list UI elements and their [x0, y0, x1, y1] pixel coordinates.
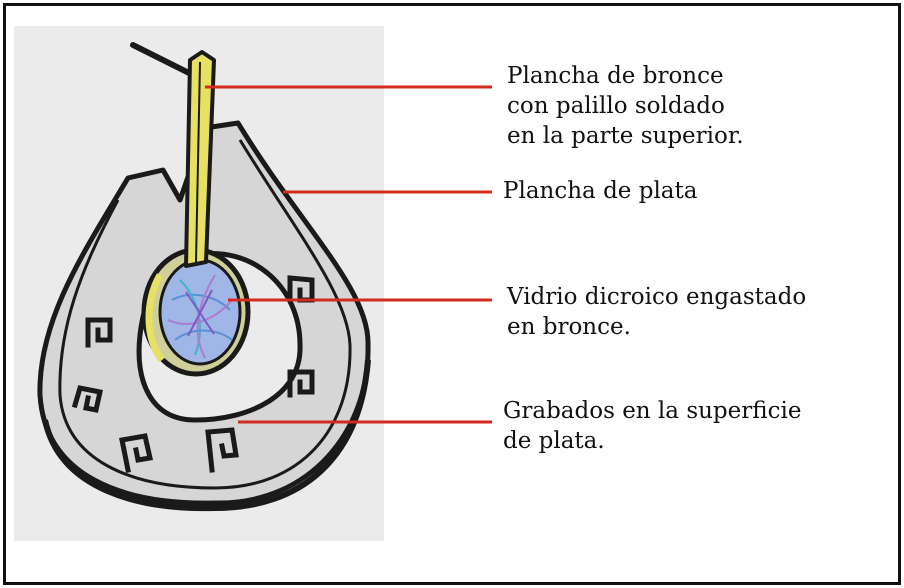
- thread: [130, 42, 196, 78]
- engravings: [71, 275, 315, 473]
- engraving-5: [287, 369, 315, 398]
- label-bronze-plate: Plancha de bronce con palillo soldado en…: [507, 61, 744, 151]
- label-line: Plancha de plata: [503, 178, 698, 204]
- label-line: Grabados en la superficie: [503, 398, 802, 424]
- engraving-4: [205, 427, 239, 473]
- label-line: en la parte superior.: [507, 123, 744, 149]
- bronze-stick: [184, 50, 216, 268]
- label-line: con palillo soldado: [507, 93, 725, 119]
- stick-edge: [195, 61, 201, 263]
- label-line: de plata.: [503, 428, 605, 454]
- plate-edge: [42, 359, 371, 512]
- setting-rim: [145, 273, 165, 363]
- label-engravings: Grabados en la superficie de plata.: [503, 396, 801, 456]
- label-line: Plancha de bronce: [507, 63, 724, 89]
- engraving-2: [71, 385, 103, 413]
- label-dichroic-glass: Vidrio dicroico engastado en bronce.: [507, 282, 806, 342]
- plate-inner-rim: [58, 139, 352, 490]
- engraving-1: [85, 317, 113, 348]
- glass-streaks: [167, 274, 233, 359]
- engraving-3: [119, 433, 154, 473]
- label-silver-plate: Plancha de plata: [503, 176, 697, 206]
- leader-lines: [205, 85, 492, 424]
- label-line: en bronce.: [507, 314, 631, 340]
- label-line: Vidrio dicroico engastado: [507, 284, 807, 310]
- engraving-6: [287, 275, 315, 303]
